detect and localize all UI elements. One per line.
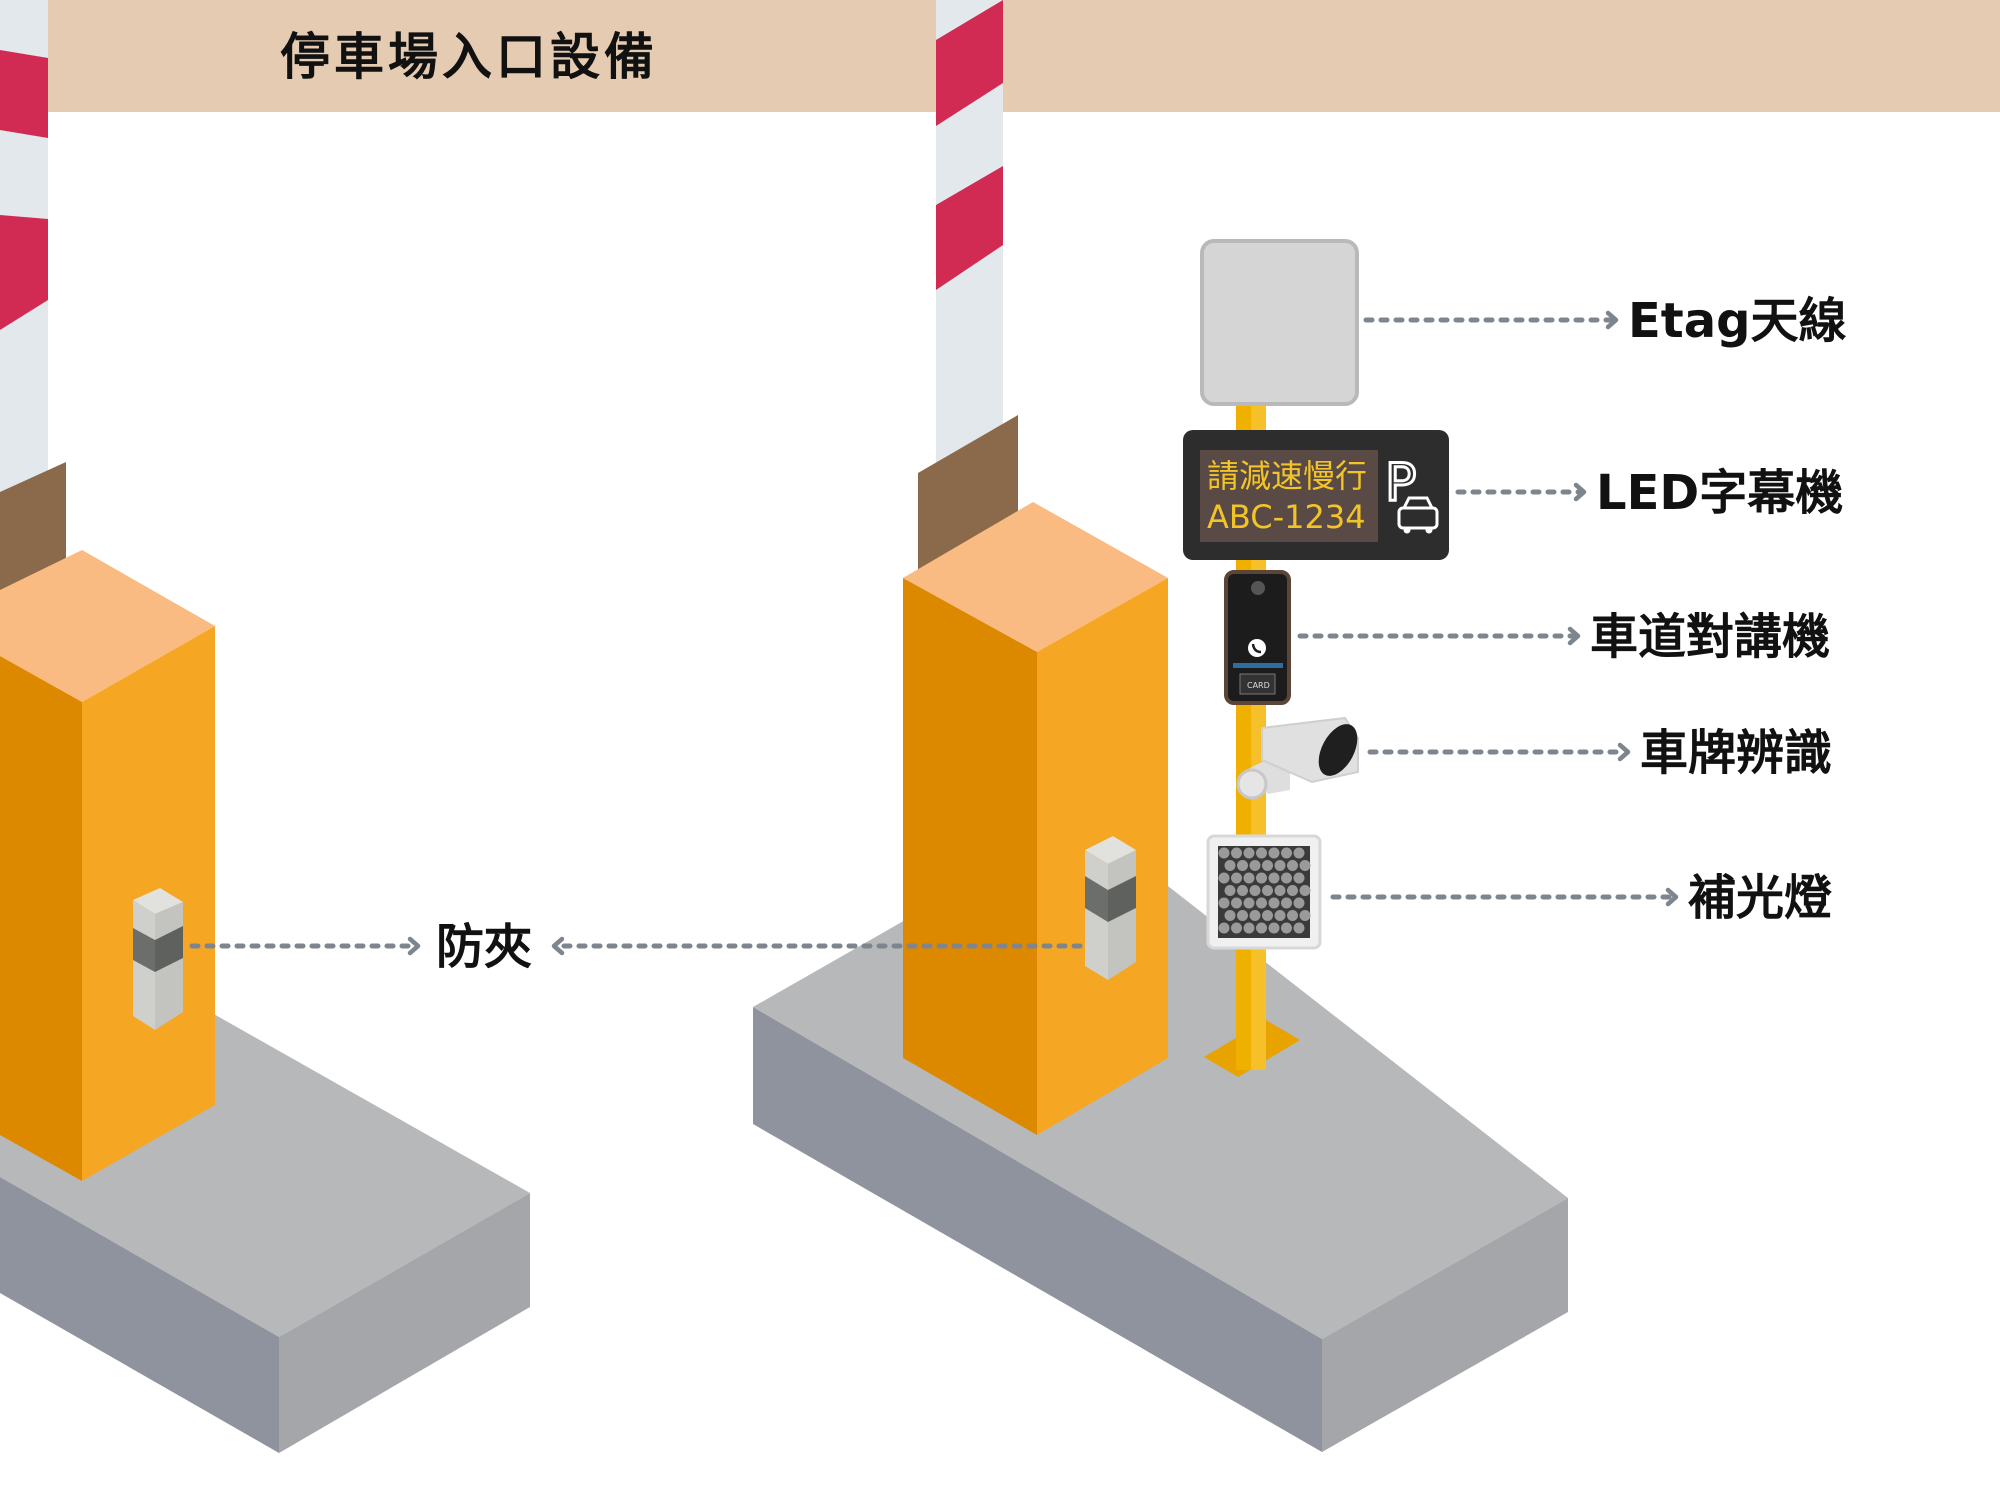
camera-icon [1261,716,1359,784]
antenna-panel-icon [1200,239,1359,406]
right-barrier-pillar [936,0,1003,470]
left-arm-bracket [0,462,66,598]
label-led-display: LED字幕機 [1596,465,1843,521]
right-booth [903,502,1168,1135]
led-display: 請減速慢行 ABC-1234 P [1183,430,1449,560]
connector-led [1455,482,1587,502]
left-anti-pinch-sensor [133,888,183,1030]
intercom-card-label: CARD [1247,681,1270,690]
connector-anti-pinch-left [189,936,421,956]
connector-plate [1367,742,1631,762]
page-title: 停車場入口設備 [280,28,658,86]
car-icon [1397,496,1439,534]
parking-p-icon: P [1385,453,1416,513]
connector-etag [1363,310,1619,330]
label-fill-light: 補光燈 [1688,870,1832,926]
lane-intercom: CARD [1224,570,1291,705]
label-etag-antenna: Etag天線 [1628,293,1847,349]
left-booth [0,550,215,1181]
phone-icon [1248,639,1266,657]
connector-fill-light [1330,887,1679,907]
label-plate-recognition: 車牌辨識 [1640,725,1832,781]
right-arm-bracket [918,415,1018,572]
connector-anti-pinch-right [551,936,1083,956]
left-barrier-pillar [0,0,48,500]
label-lane-intercom: 車道對講機 [1590,609,1830,665]
fill-light [1206,834,1322,950]
etag-antenna [1200,239,1359,406]
led-line-1: 請減速慢行 [1207,457,1367,495]
led-line-2: ABC-1234 [1207,498,1366,536]
led-array-icon [1218,846,1311,938]
right-anti-pinch-sensor [1085,836,1136,980]
plate-camera [1236,716,1359,800]
label-anti-pinch: 防夾 [436,919,532,975]
connector-intercom [1297,626,1581,646]
